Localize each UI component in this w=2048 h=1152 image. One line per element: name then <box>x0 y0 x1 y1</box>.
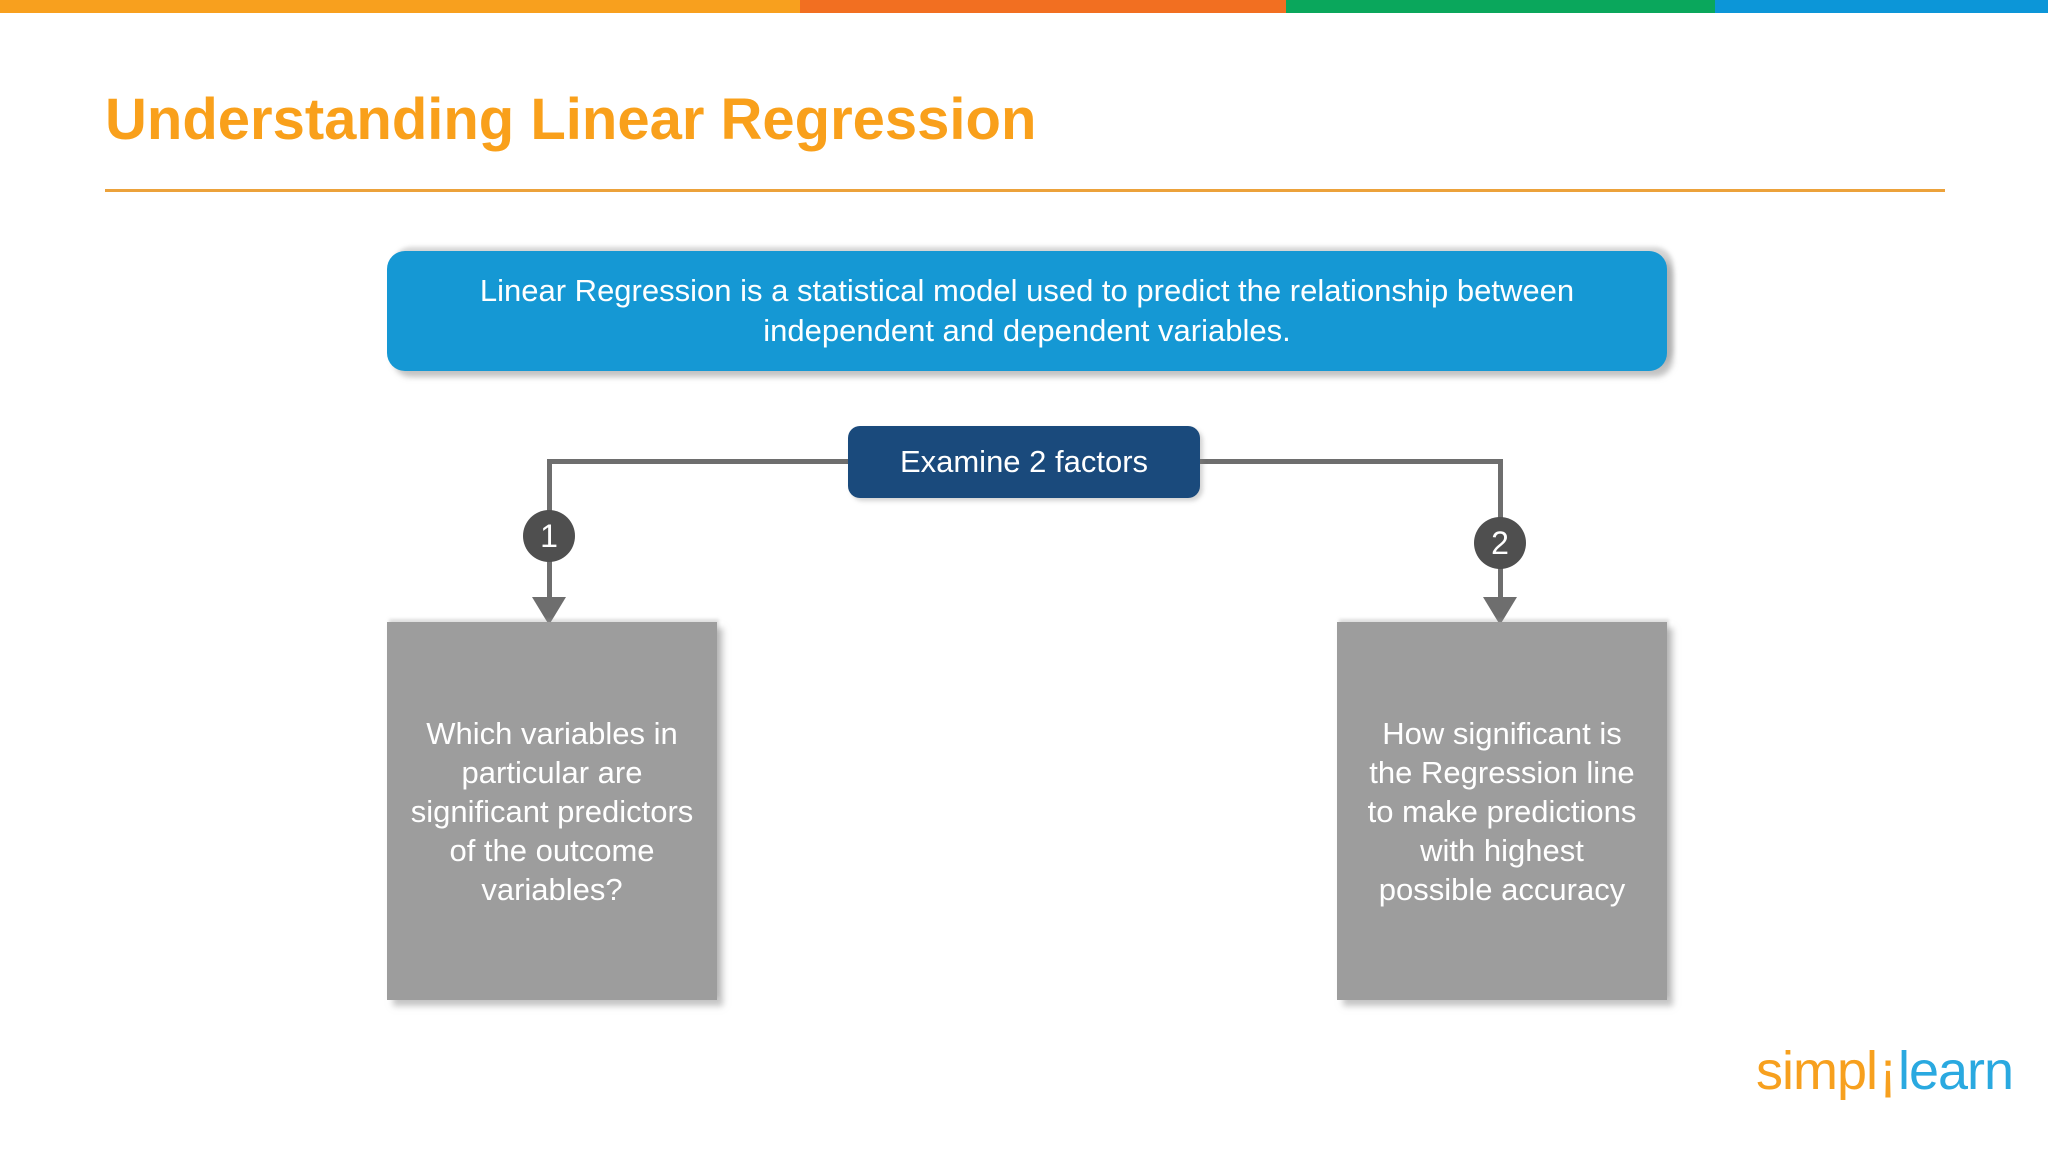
factor-1-text: Which variables in particular are signif… <box>410 715 694 907</box>
connector-right-horizontal-line <box>1195 459 1503 464</box>
accent-segment-dark-orange <box>800 0 1286 13</box>
top-accent-bar <box>0 0 2048 13</box>
logo-text-simpl: simpl <box>1756 1041 1878 1101</box>
accent-segment-green <box>1286 0 1715 13</box>
connector-left-horizontal-line <box>549 459 855 464</box>
title-underline <box>105 189 1945 192</box>
factor-1-number: 1 <box>540 517 558 554</box>
factor-2-number: 2 <box>1491 524 1509 561</box>
slide-title: Understanding Linear Regression <box>105 87 1037 152</box>
logo-i-mark-icon: ¡ <box>1879 1041 1897 1101</box>
arrow-down-icon <box>1483 597 1517 625</box>
accent-segment-blue <box>1715 0 2048 13</box>
factor-2-badge: 2 <box>1474 517 1526 569</box>
examine-factors-label: Examine 2 factors <box>899 444 1149 479</box>
arrow-down-icon <box>532 597 566 625</box>
factor-1-box: Which variables in particular are signif… <box>387 622 717 1000</box>
factor-1-badge: 1 <box>523 510 575 562</box>
definition-text: Linear Regression is a statistical model… <box>479 273 1575 348</box>
simplilearn-logo: simpl¡learn <box>1756 1040 2014 1102</box>
definition-box: Linear Regression is a statistical model… <box>387 251 1667 371</box>
accent-segment-orange <box>0 0 800 13</box>
factor-2-text: How significant is the Regression line t… <box>1367 715 1637 907</box>
examine-factors-box: Examine 2 factors <box>848 426 1200 498</box>
factor-2-box: How significant is the Regression line t… <box>1337 622 1667 1000</box>
logo-text-learn: learn <box>1898 1041 2014 1101</box>
